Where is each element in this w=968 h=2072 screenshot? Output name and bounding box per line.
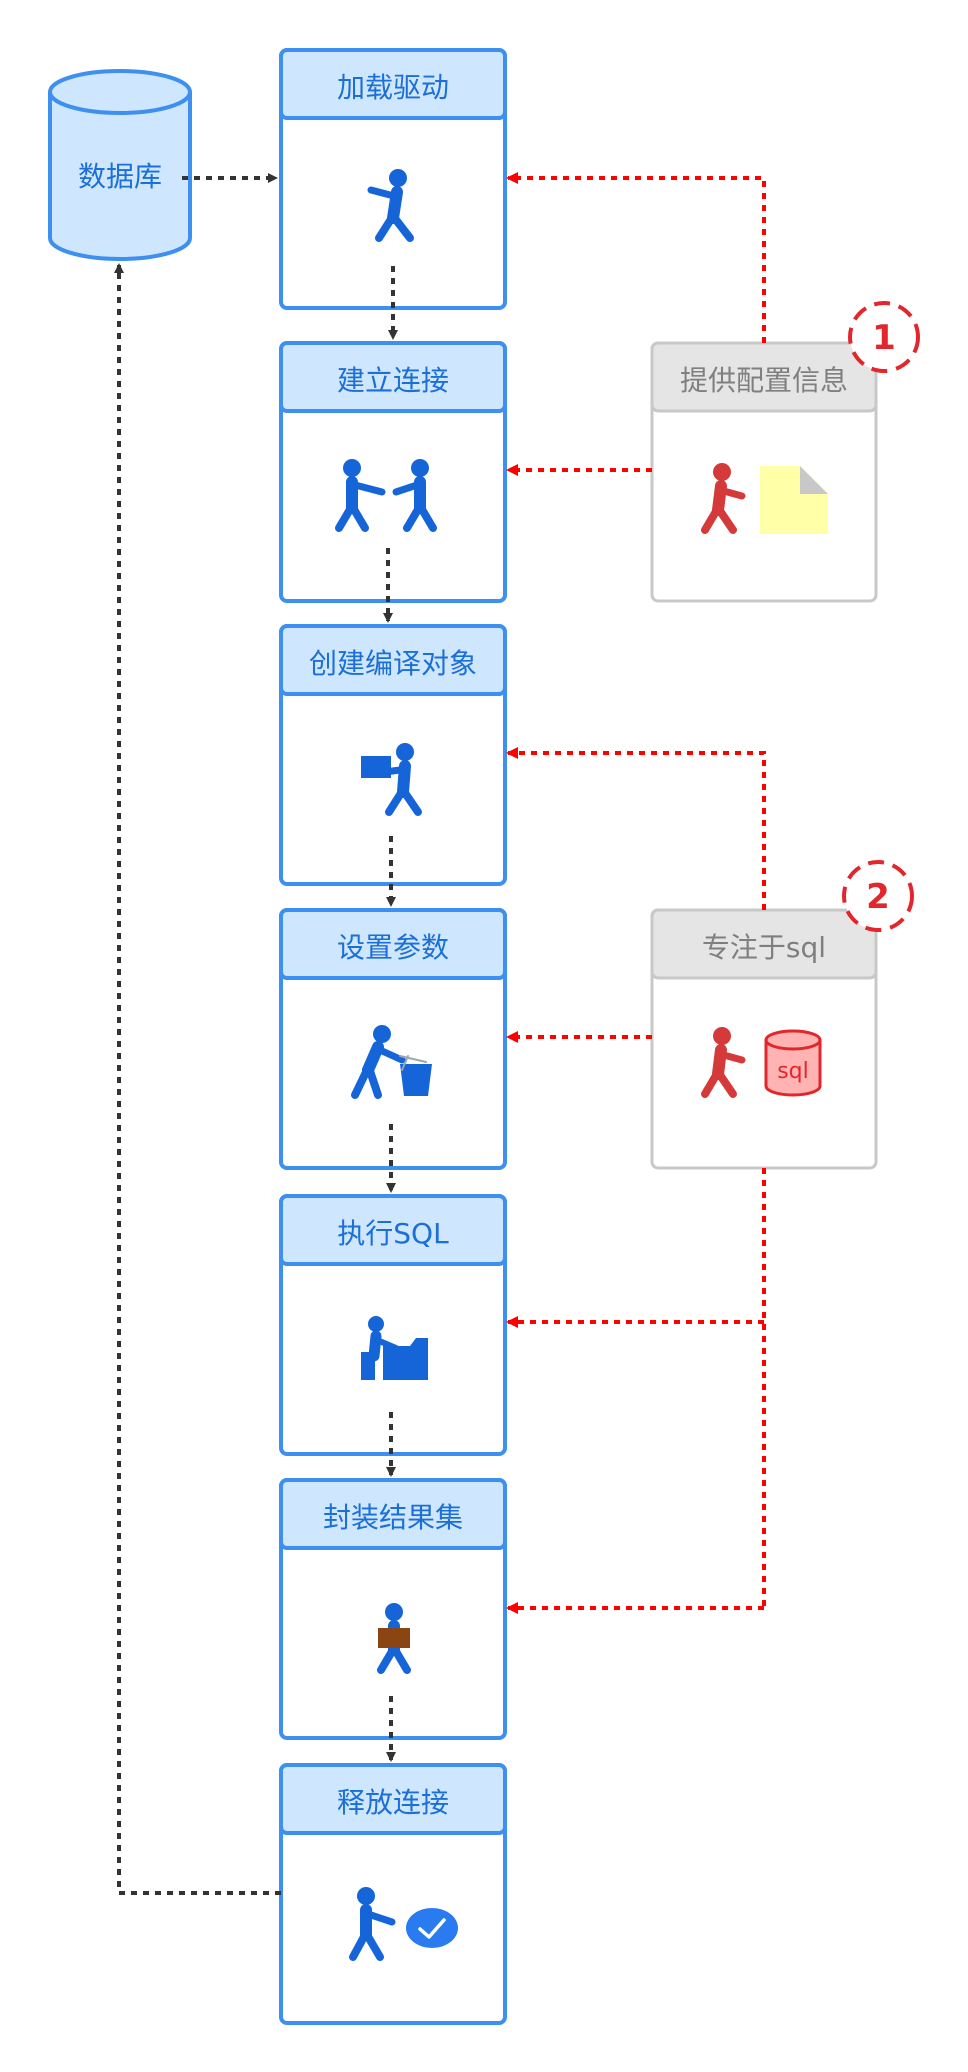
step-box-establish-connection: 建立连接	[279, 341, 507, 603]
red-arrow-config-to-load-driver	[506, 172, 766, 343]
two-people-meeting-icon	[335, 459, 437, 532]
step-box-create-statement: 创建编译对象	[279, 624, 507, 886]
step-title-load-driver: 加载驱动	[337, 71, 449, 104]
red-person-with-sql-database-icon: sql	[701, 1027, 822, 1098]
step-box-execute-sql: 执行SQL	[279, 1194, 507, 1456]
arrow-release-to-db	[114, 263, 281, 1895]
database-node: 数据库	[48, 69, 192, 261]
database-label: 数据库	[78, 160, 162, 193]
badge-2: 2	[842, 860, 914, 932]
badge-1-number: 1	[872, 318, 896, 358]
side-box-focus-sql: 专注于sql	[650, 908, 878, 1170]
side-title-focus-sql: 专注于sql	[702, 931, 826, 964]
red-arrow-sql-to-create-statement	[506, 747, 766, 910]
badge-2-number: 2	[866, 877, 890, 917]
person-with-checkmark-icon	[349, 1887, 458, 1961]
step-title-execute-sql: 执行SQL	[337, 1217, 449, 1250]
step-box-set-parameters: 设置参数	[279, 908, 507, 1170]
red-person-with-document-icon	[701, 463, 828, 534]
person-carrying-box-icon	[361, 743, 422, 816]
badge-1: 1	[848, 301, 920, 373]
sql-db-label: sql	[777, 1059, 809, 1084]
person-pushing-cart-icon	[351, 1025, 432, 1099]
step-title-wrap-resultset: 封装结果集	[323, 1501, 463, 1534]
side-title-config-info: 提供配置信息	[680, 364, 848, 397]
step-box-release-connection: 释放连接	[279, 1763, 507, 2025]
walking-person-icon	[367, 169, 414, 242]
step-title-release-connection: 释放连接	[337, 1786, 449, 1819]
step-title-create-statement: 创建编译对象	[309, 647, 477, 680]
step-title-establish-connection: 建立连接	[337, 364, 449, 397]
person-at-desk-icon	[361, 1316, 428, 1380]
person-holding-package-icon	[377, 1603, 411, 1674]
step-title-set-parameters: 设置参数	[337, 931, 449, 964]
